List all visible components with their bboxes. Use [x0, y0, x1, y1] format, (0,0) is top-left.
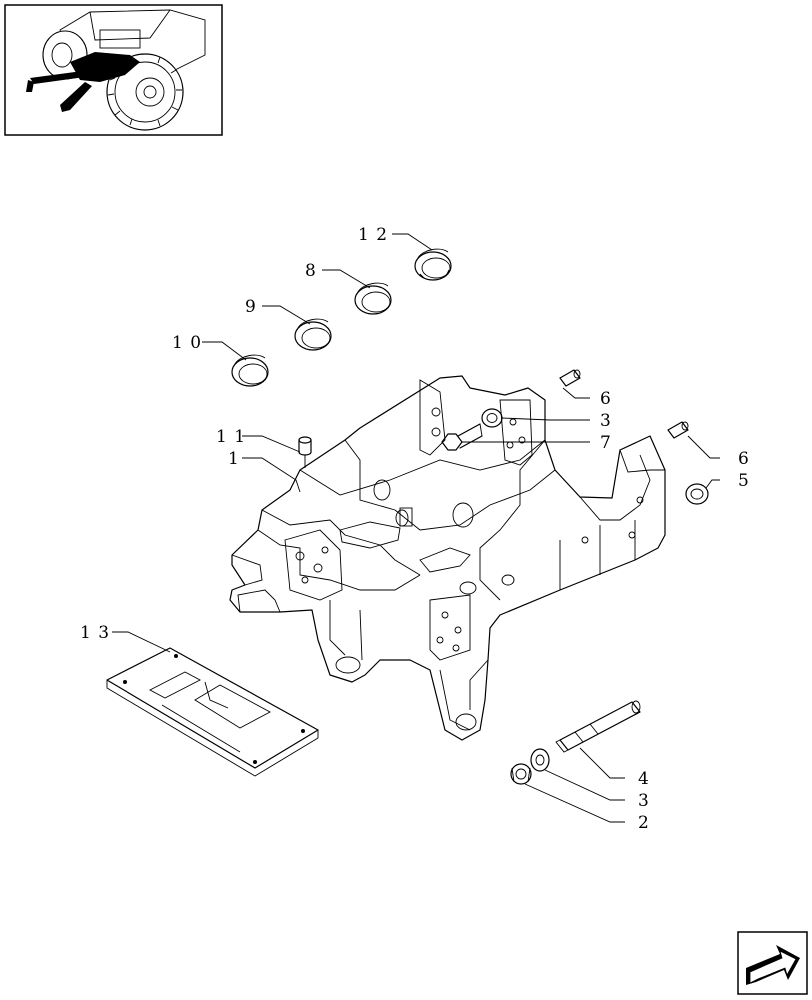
stud-4 — [555, 700, 641, 753]
pin-6-right — [667, 421, 689, 439]
callout-4: 4 — [638, 769, 650, 789]
leader-lines — [112, 233, 720, 823]
callout-8: 8 — [305, 261, 317, 281]
washer-5 — [685, 483, 709, 505]
plug-10 — [231, 354, 269, 387]
plug-12 — [414, 248, 452, 281]
callout-7: 7 — [600, 433, 612, 453]
callout-10: 1 0 — [172, 333, 202, 353]
callout-3-lower: 3 — [638, 791, 650, 811]
callout-2: 2 — [638, 813, 650, 833]
bolt-7 — [441, 423, 483, 451]
front-support-casting — [229, 375, 666, 741]
callout-12: 1 2 — [358, 225, 388, 245]
nut-2 — [510, 763, 532, 785]
cover-plate-13 — [106, 647, 319, 777]
callout-5: 5 — [738, 471, 750, 491]
callout-3-upper: 3 — [600, 411, 612, 431]
next-page-arrow-icon[interactable] — [737, 931, 808, 995]
callout-11: 1 1 — [216, 427, 246, 447]
callout-6-right: 6 — [738, 449, 750, 469]
washer-3-upper — [481, 408, 503, 428]
callout-labels: 1 2 8 9 1 0 1 1 1 6 3 7 6 5 1 3 4 3 2 — [80, 225, 750, 833]
callout-13: 1 3 — [80, 623, 110, 643]
plug-8 — [354, 282, 392, 315]
pin-6-upper — [559, 369, 581, 387]
tractor-location-thumbnail — [4, 4, 223, 136]
callout-1: 1 — [228, 449, 240, 469]
callout-9: 9 — [245, 297, 257, 317]
callout-6-upper: 6 — [600, 389, 612, 409]
washer-3-lower — [530, 748, 550, 772]
plug-9 — [294, 318, 332, 351]
